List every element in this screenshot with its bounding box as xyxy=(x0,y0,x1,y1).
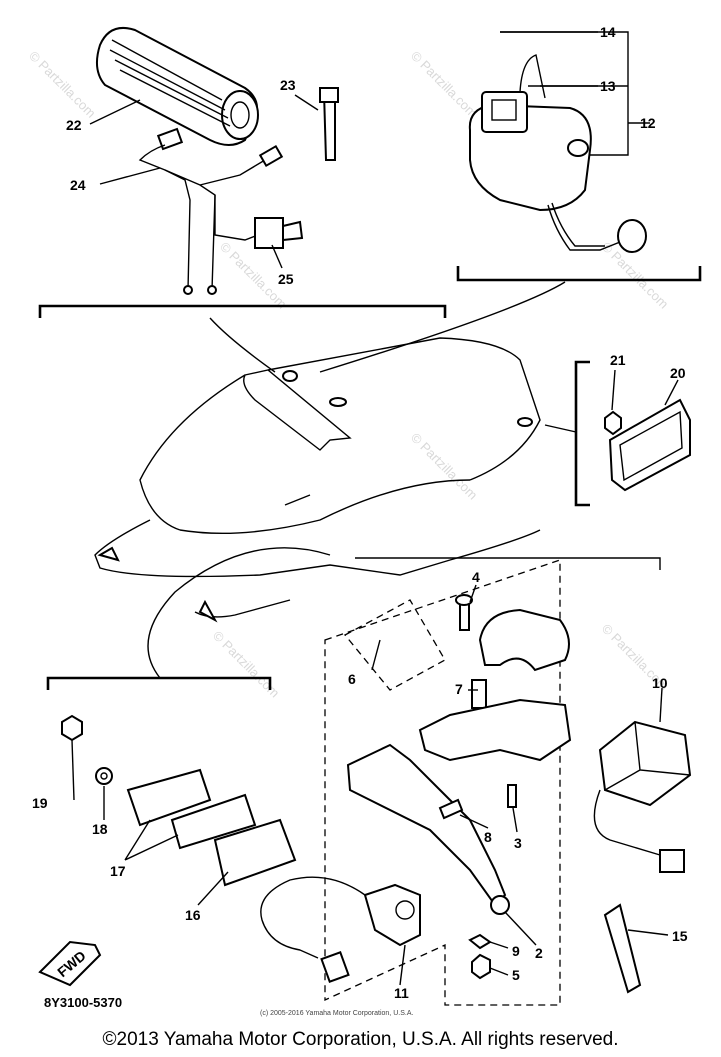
callout-3: 3 xyxy=(514,835,522,851)
band-part-23 xyxy=(319,87,339,161)
group-bracket-right xyxy=(574,360,590,507)
small-copyright: (c) 2005-2016 Yamaha Motor Corporation, … xyxy=(260,1010,414,1017)
leader-top-left xyxy=(209,317,276,373)
grip-part-22 xyxy=(95,26,259,146)
plate-part-17b xyxy=(170,793,257,850)
screw-part-3 xyxy=(507,784,517,808)
button-part-13 xyxy=(481,91,528,133)
callout-14: 14 xyxy=(600,24,616,40)
reflector-part-16 xyxy=(213,818,297,887)
callout-21: 21 xyxy=(610,352,626,368)
screw-part-8 xyxy=(438,798,464,820)
callout-23: 23 xyxy=(280,77,296,93)
callout-11: 11 xyxy=(394,985,409,1001)
band-part-15 xyxy=(603,903,642,994)
reflector-group xyxy=(544,360,691,507)
callout-10: 10 xyxy=(652,675,668,691)
callout-13: 13 xyxy=(600,78,616,94)
reflector-part-20 xyxy=(608,398,691,492)
callout-24: 24 xyxy=(70,177,86,193)
callout-17: 17 xyxy=(110,863,126,879)
callout-9: 9 xyxy=(512,943,520,959)
fwd-arrow: FWD xyxy=(38,940,102,987)
part-number: 8Y3100-5370 xyxy=(44,995,123,1010)
callout-8: 8 xyxy=(484,829,492,845)
callout-25: 25 xyxy=(278,271,294,287)
plate-part-17a xyxy=(126,768,212,827)
callout-5: 5 xyxy=(512,967,520,983)
callout-20: 20 xyxy=(670,365,686,381)
nut-part-19 xyxy=(61,714,83,742)
sensor-part-11 xyxy=(363,883,421,947)
group-bracket-bottom-left xyxy=(46,676,272,690)
nut-part-9 xyxy=(468,933,492,950)
callout-2: 2 xyxy=(535,945,543,961)
unit-part-10 xyxy=(598,720,692,807)
callout-15: 15 xyxy=(672,928,688,944)
throttle-lever-group: FWD xyxy=(38,557,692,1006)
leader-top-right xyxy=(319,281,566,373)
callout-6: 6 xyxy=(348,671,356,687)
snowmobile-hood xyxy=(94,337,541,623)
callout-leaders xyxy=(71,31,679,986)
callout-22: 22 xyxy=(66,117,82,133)
callout-19: 19 xyxy=(32,795,48,811)
collar-part-7 xyxy=(471,679,487,709)
group-bracket-top-left xyxy=(38,304,447,318)
group-bracket-top-right xyxy=(456,266,702,282)
watermark-2: © Partzilla.com xyxy=(408,48,481,121)
callout-4: 4 xyxy=(472,569,480,585)
watermark-6: © Partzilla.com xyxy=(210,628,283,701)
callout-7: 7 xyxy=(455,681,463,697)
dashed-boundary xyxy=(324,559,561,1006)
nut-part-5 xyxy=(471,953,491,980)
housing-part-lever xyxy=(418,698,572,762)
cover-part-14 xyxy=(519,54,546,99)
callout-16: 16 xyxy=(185,907,201,923)
watermark-1: © Partzilla.com xyxy=(26,48,99,121)
throttle-housing-group xyxy=(456,31,702,282)
cover-part-lever xyxy=(478,608,570,672)
lever-part-2 xyxy=(346,743,507,907)
watermark-5: © Partzilla.com xyxy=(408,430,481,503)
callout-numbers: 22 24 23 25 14 13 12 21 20 4 6 7 10 8 3 … xyxy=(32,24,688,1001)
license-plate-group xyxy=(46,547,331,887)
callout-12: 12 xyxy=(640,115,656,131)
copyright-notice: ©2013 Yamaha Motor Corporation, U.S.A. A… xyxy=(102,1029,619,1050)
callout-18: 18 xyxy=(92,821,108,837)
washer-part-18 xyxy=(95,767,113,785)
nut-part-21 xyxy=(604,410,622,436)
grip-harness-group xyxy=(38,26,447,318)
harness-part-24-25 xyxy=(138,127,304,295)
